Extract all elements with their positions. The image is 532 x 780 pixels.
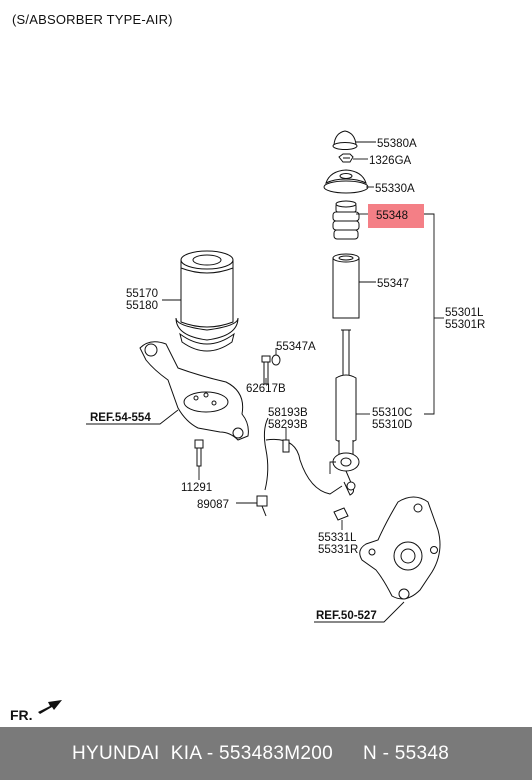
part-55170-drawing [175, 250, 239, 352]
label-58293B: 58293B [268, 419, 308, 431]
part-58193B-drawing [256, 417, 343, 517]
front-direction-label: FR. [10, 707, 33, 723]
part-55331L-drawing [333, 507, 349, 521]
knuckle-drawing [359, 496, 441, 600]
part-55348-drawing [332, 200, 360, 240]
label-55310D: 55310D [372, 419, 412, 431]
part-55380A-drawing [332, 130, 358, 150]
part-55310C-drawing [332, 329, 360, 496]
label-55347: 55347 [377, 278, 409, 290]
label-55330A: 55330A [375, 183, 415, 195]
part-62617B-drawing [261, 354, 281, 385]
label-ref-50-527: REF.50-527 [316, 610, 377, 622]
label-55301L: 55301L [445, 307, 484, 319]
footer-reference: N - 55348 [362, 742, 450, 764]
label-1326GA: 1326GA [369, 155, 412, 167]
label-55380A: 55380A [377, 138, 417, 150]
label-55180: 55180 [126, 300, 158, 312]
highlight-box [368, 204, 424, 228]
label-89087: 89087 [197, 499, 229, 511]
diagram-title: (S/ABSORBER TYPE-AIR) [12, 12, 173, 27]
label-62617B: 62617B [246, 383, 286, 395]
label-55301R: 55301R [445, 319, 485, 331]
label-55331L: 55331L [318, 532, 357, 544]
label-ref-54-554: REF.54-554 [90, 412, 151, 424]
footer-bar: HYUNDAI KIA - 553483M200 N - 55348 [0, 727, 532, 780]
leader-lines [86, 141, 444, 623]
footer-part-number: HYUNDAI KIA - 553483M200 [72, 742, 333, 764]
label-55348: 55348 [376, 210, 408, 222]
label-11291: 11291 [181, 482, 212, 494]
lower-arm-drawing [139, 341, 249, 441]
part-11291-drawing [194, 439, 204, 467]
part-1326GA-drawing [338, 153, 354, 163]
label-55347A: 55347A [276, 341, 316, 353]
parts-diagram: 55380A 1326GA 55330A 55348 55347 55301L … [86, 130, 485, 623]
label-55170: 55170 [126, 288, 158, 300]
label-55331R: 55331R [318, 544, 358, 556]
part-55330A-drawing [323, 169, 369, 194]
front-arrow-icon [38, 700, 62, 714]
label-58193B: 58193B [268, 407, 308, 419]
part-55347-drawing [332, 253, 360, 319]
label-55310C: 55310C [372, 407, 412, 419]
